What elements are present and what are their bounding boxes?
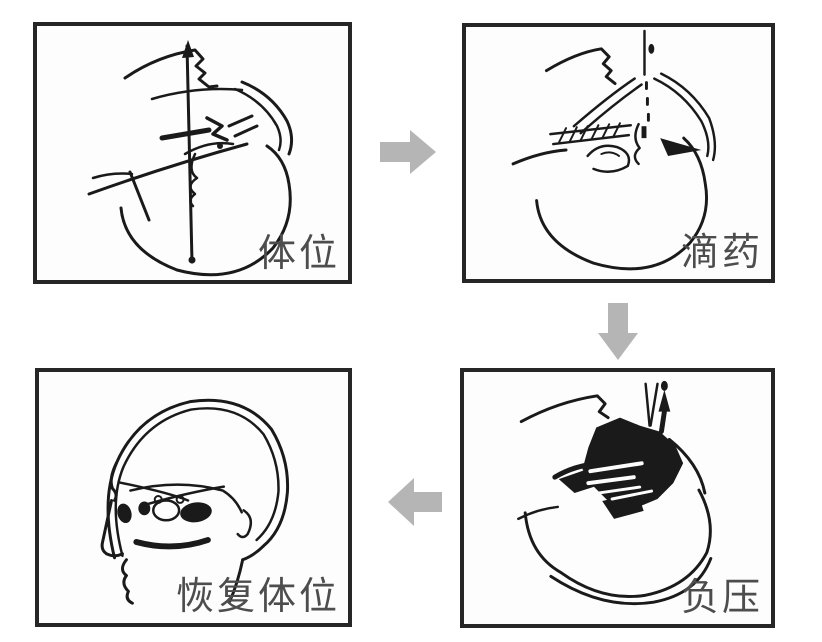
panel-step-restore-position: 恢复体位 bbox=[35, 368, 352, 627]
panel-step-position: 体位 bbox=[33, 22, 352, 284]
step-label-restore-position: 恢复体位 bbox=[175, 576, 340, 619]
arrow-right-icon bbox=[380, 130, 436, 174]
arrow-down-icon bbox=[598, 303, 638, 360]
step-label-negative-pressure: 负压 bbox=[680, 577, 763, 620]
head-illustration-negative-pressure-icon bbox=[517, 380, 713, 606]
head-illustration-restore-icon bbox=[100, 398, 290, 605]
panel-step-drip-medicine: 滴药 bbox=[462, 23, 775, 283]
head-illustration-drip-icon bbox=[511, 29, 717, 271]
step-label-position: 体位 bbox=[257, 233, 340, 276]
arrow-left-icon bbox=[388, 478, 442, 526]
head-illustration-position-icon bbox=[87, 40, 294, 277]
panel-step-negative-pressure: 负压 bbox=[460, 368, 775, 628]
step-label-drip-medicine: 滴药 bbox=[680, 232, 763, 275]
